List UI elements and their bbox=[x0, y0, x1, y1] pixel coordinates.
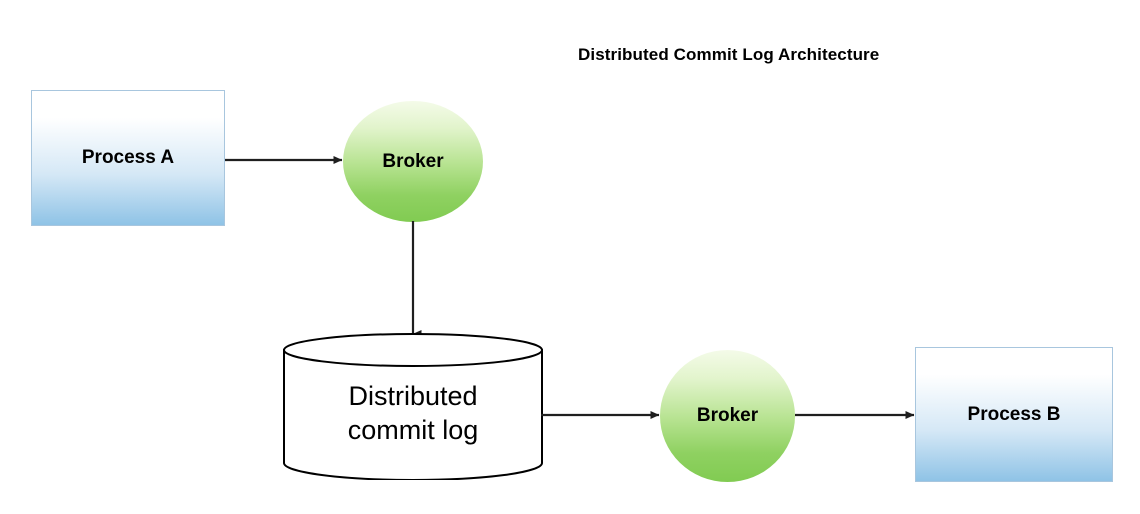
node-commit-log-label-line2: commit log bbox=[347, 414, 479, 445]
cylinder-icon bbox=[283, 333, 543, 480]
node-broker-1-label: Broker bbox=[382, 150, 444, 172]
node-process-a-label: Process A bbox=[81, 147, 175, 168]
node-commit-log[interactable]: Distributed commit log bbox=[283, 333, 543, 480]
page-title: Distributed Commit Log Architecture bbox=[578, 45, 880, 64]
node-broker-2-label: Broker bbox=[696, 405, 759, 426]
node-process-a[interactable]: Process A bbox=[31, 90, 225, 226]
node-broker-1[interactable]: Broker bbox=[343, 101, 483, 222]
node-commit-log-label-line1: Distributed bbox=[348, 380, 478, 411]
edge-process-a-to-broker-1 bbox=[225, 156, 343, 164]
node-process-b[interactable]: Process B bbox=[915, 347, 1113, 482]
node-process-b-label: Process B bbox=[967, 403, 1061, 425]
edge-commit-log-to-broker-2 bbox=[541, 411, 660, 419]
edge-broker-2-to-process-b bbox=[795, 411, 915, 419]
node-broker-2[interactable]: Broker bbox=[660, 350, 795, 482]
edge-broker-1-to-commit-log bbox=[411, 221, 422, 338]
